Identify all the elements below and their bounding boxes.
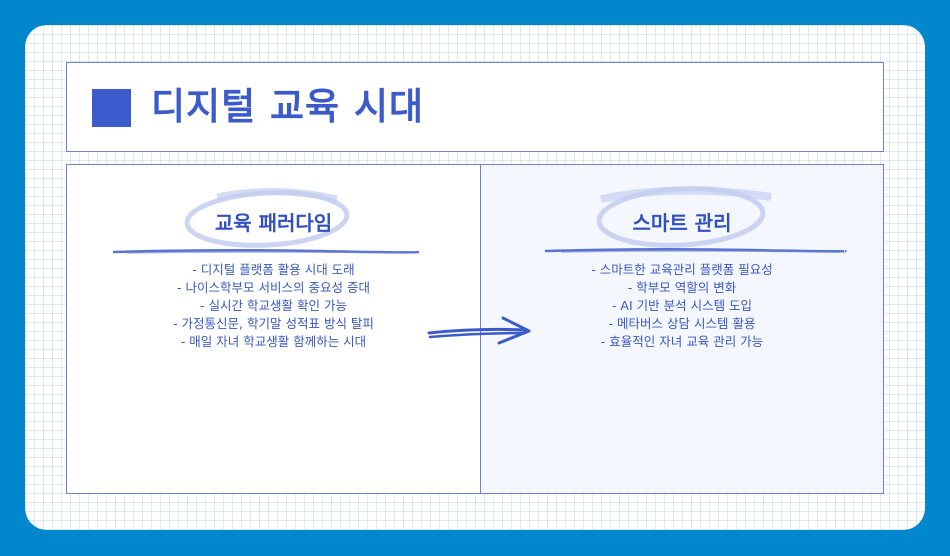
panel-heading: 스마트 관리 [632, 211, 732, 235]
list-item: - 학부모 역할의 변화 [627, 280, 737, 295]
panel-education-paradigm: 교육 패러다임 - 디지털 플랫폼 활용 시대 도래 - 나이스학부모 서비스의… [67, 165, 480, 493]
list-item: - 실시간 학교생활 확인 가능 [200, 298, 347, 313]
square-bullet-icon [92, 89, 131, 127]
list-item: - 매일 자녀 학교생활 함께하는 시대 [180, 334, 367, 349]
list-item: - 디지털 플랫폼 활용 시대 도래 [192, 262, 355, 277]
list-item: - 나이스학부모 서비스의 중요성 증대 [177, 280, 370, 295]
slide-card: 디지털 교육 시대 교육 패러다임 - 디지털 플랫폼 활용 시대 도래 - 나… [25, 25, 925, 530]
list-item: - 가정통신문, 학기말 성적표 방식 탈피 [173, 316, 374, 331]
brush-circle-icon [544, 186, 847, 253]
panel-heading: 교육 패러다임 [214, 211, 333, 235]
content-box: 교육 패러다임 - 디지털 플랫폼 활용 시대 도래 - 나이스학부모 서비스의… [66, 164, 884, 494]
list-item: - 효율적인 자녀 교육 관리 가능 [600, 334, 764, 349]
list-item: - 스마트한 교육관리 플랫폼 필요성 [591, 262, 773, 277]
subtitle-highlight: 스마트 관리 [481, 177, 883, 257]
right-arrow-icon [427, 316, 531, 345]
list-item: - AI 기반 분석 시스템 도입 [611, 298, 753, 313]
list-item: - 메타버스 상담 시스템 활용 [608, 316, 756, 331]
header-box: 디지털 교육 시대 [66, 62, 884, 152]
bullet-list: - 디지털 플랫폼 활용 시대 도래 - 나이스학부모 서비스의 중요성 증대 … [67, 261, 480, 351]
page-title: 디지털 교육 시대 [151, 85, 425, 128]
bullet-list: - 스마트한 교육관리 플랫폼 필요성 - 학부모 역할의 변화 - AI 기반… [481, 261, 883, 351]
brush-circle-icon [112, 188, 420, 254]
panel-smart-management: 스마트 관리 - 스마트한 교육관리 플랫폼 필요성 - 학부모 역할의 변화 … [480, 165, 883, 493]
subtitle-highlight: 교육 패러다임 [67, 177, 480, 257]
